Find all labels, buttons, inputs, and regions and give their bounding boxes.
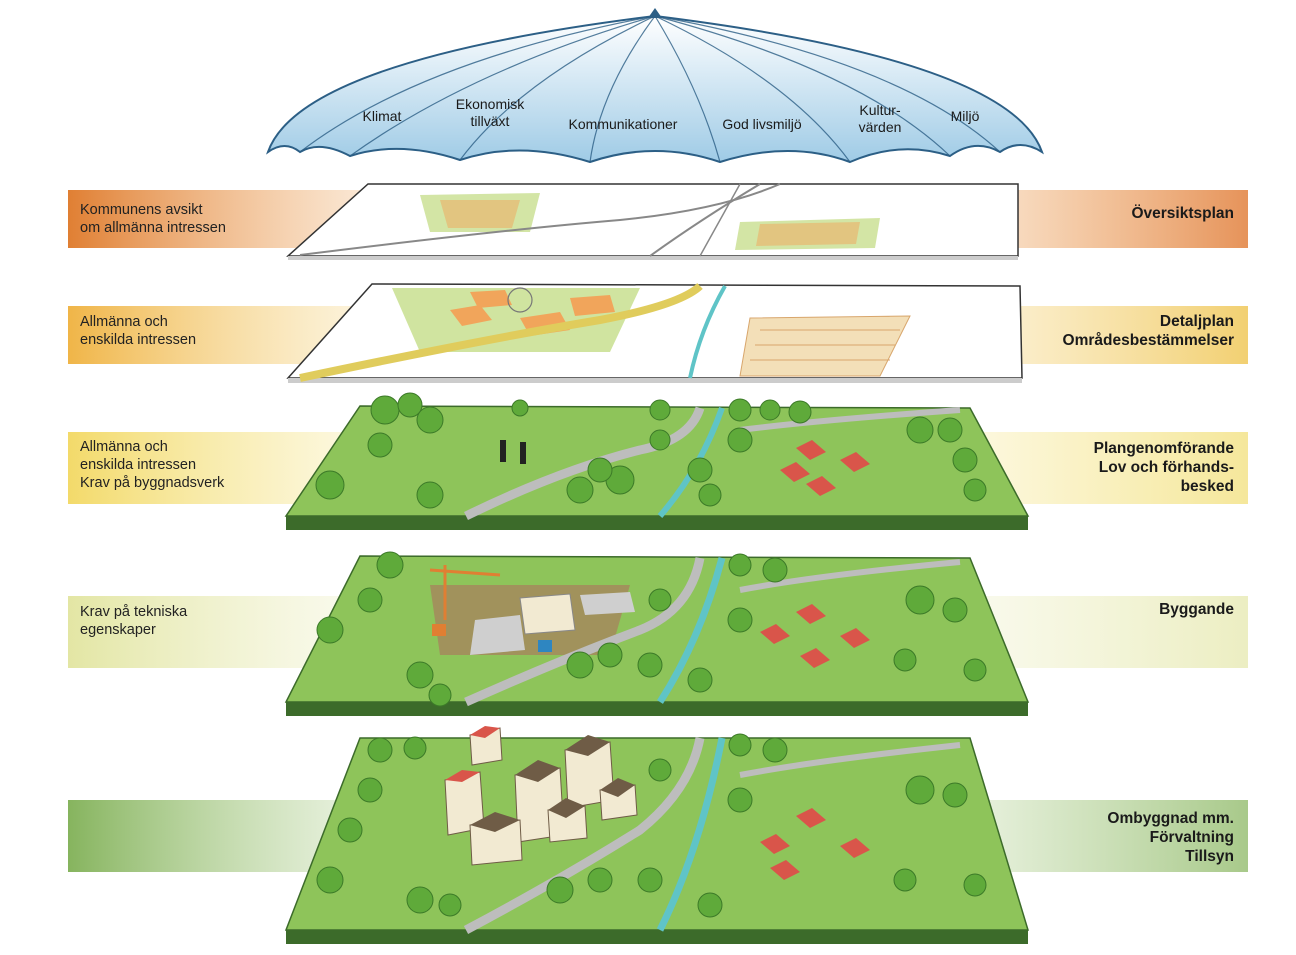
layer-4-left-text: Krav på tekniska egenskaper [80, 604, 188, 638]
layer-2-right-text: Detaljplan Områdesbestämmelser [1062, 313, 1234, 349]
layer-5-title: Ombyggnad mm. Förvaltning Tillsyn [940, 808, 1248, 866]
layer-3-description: Allmänna och enskilda intressen Krav på … [68, 436, 380, 494]
umbrella-tip [648, 8, 662, 18]
layer-detaljplan [286, 282, 1023, 383]
layer-3-right-text: Plangenomförande Lov och förhands- beske… [1093, 439, 1234, 495]
layer-2-title: Detaljplan Områdesbestämmelser [940, 302, 1248, 360]
layer-plangenomforande [284, 392, 1030, 530]
umbrella-label-god-livsmiljo: God livsmiljö [722, 116, 802, 132]
layer-4-description: Krav på tekniska egenskaper [68, 592, 380, 650]
layer-1-right-text: Översiktsplan [1131, 204, 1234, 222]
layer-4-title: Byggande [940, 580, 1248, 638]
umbrella-canopy [266, 14, 1044, 164]
layer-2-left-text: Allmänna och enskilda intressen [80, 314, 197, 348]
umbrella [266, 8, 1044, 164]
umbrella-label-kulturvarden: Kultur- värden [858, 102, 902, 135]
layer-1-description: Kommunens avsikt om allmänna intressen [68, 190, 380, 248]
layer-3-title: Plangenomförande Lov och förhands- beske… [940, 438, 1248, 496]
umbrella-label-klimat: Klimat [362, 108, 402, 124]
layer-1-left-text: Kommunens avsikt om allmänna intressen [80, 202, 226, 236]
layer-5-description [68, 806, 380, 864]
umbrella-label-kommunikationer: Kommunikationer [568, 116, 678, 132]
layer-byggande [284, 551, 1030, 716]
side-bands [68, 190, 1248, 872]
layer-4-right-text: Byggande [1159, 600, 1234, 618]
layer-ombyggnad [284, 726, 1030, 944]
layer-1-title: Översiktsplan [940, 184, 1248, 242]
layer-2-description: Allmänna och enskilda intressen [68, 302, 380, 360]
layer-5-right-text: Ombyggnad mm. Förvaltning Tillsyn [1107, 809, 1234, 865]
layer-oversiktsplan [286, 183, 1019, 260]
umbrella-label-ekonomisk-tillvaxt: Ekonomisk tillväxt [455, 96, 525, 129]
umbrella-label-miljo: Miljö [950, 108, 980, 124]
layer-3-left-text: Allmänna och enskilda intressen Krav på … [80, 439, 225, 491]
